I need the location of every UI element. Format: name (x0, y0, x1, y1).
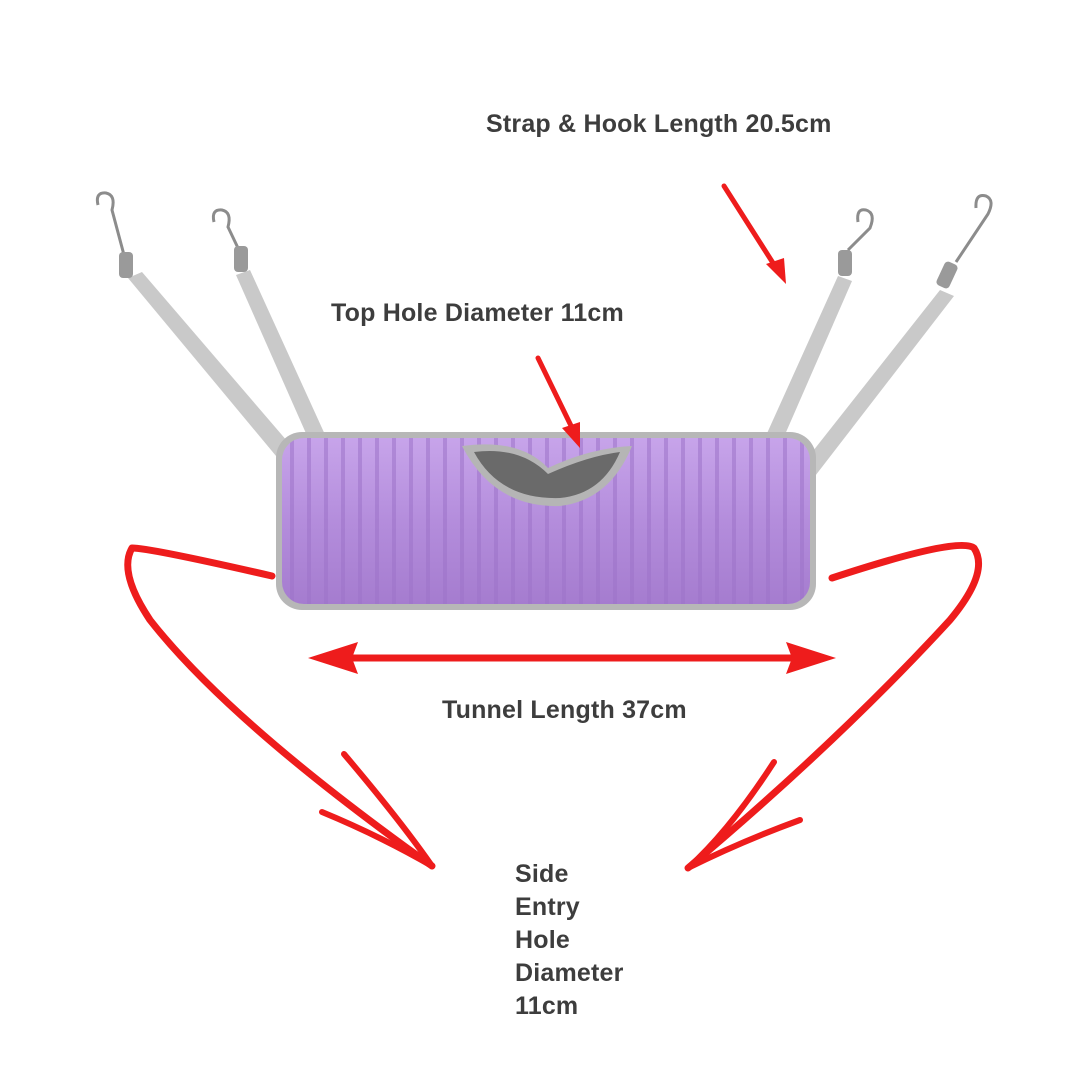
tunnel-length-label: Tunnel Length 37cm (442, 696, 687, 724)
rib-line (579, 438, 583, 604)
rib-line (596, 438, 600, 604)
rib-line (766, 438, 770, 604)
rib-line (698, 438, 702, 604)
rib-line (630, 438, 634, 604)
rib-line (715, 438, 719, 604)
rib-line (562, 438, 566, 604)
top-hole-diameter-label: Top Hole Diameter 11cm (331, 299, 624, 327)
strap-left-inner (236, 270, 332, 456)
top-hole-interior (474, 450, 620, 499)
rib-line (375, 438, 379, 604)
annotation-arrows (124, 183, 983, 872)
hook-right-inner (838, 208, 874, 276)
strap-hook-length-label: Strap & Hook Length 20.5cm (486, 110, 832, 138)
rib-line (732, 438, 736, 604)
arrow-strap-hook (721, 183, 786, 284)
arrow-tunnel-length (308, 642, 836, 674)
corduroy-ribs (290, 438, 804, 604)
rib-line (545, 438, 549, 604)
arrow-side-entry-left (124, 544, 436, 870)
side-entry-hole-label: Side Entry Hole Diameter 11cm (515, 858, 624, 1023)
rib-line (681, 438, 685, 604)
rib-line (528, 438, 532, 604)
rib-line (426, 438, 430, 604)
rib-line (664, 438, 668, 604)
rib-line (477, 438, 481, 604)
rib-line (494, 438, 498, 604)
rib-line (358, 438, 362, 604)
rib-line (800, 438, 804, 604)
rib-line (749, 438, 753, 604)
side-entry-line-1: Side (515, 860, 569, 888)
arrow-top-hole (535, 355, 580, 448)
side-entry-line-5: 11cm (515, 992, 579, 1020)
hook-right-outer (936, 194, 993, 289)
hooks (95, 191, 993, 289)
hook-left-outer (95, 191, 133, 278)
side-entry-line-2: Entry (515, 893, 580, 921)
rib-line (783, 438, 787, 604)
rib-line (392, 438, 396, 604)
strap-right-inner (764, 276, 852, 446)
strap-left-outer (128, 272, 312, 480)
rib-line (307, 438, 311, 604)
strap-right-outer (798, 290, 954, 480)
rib-line (290, 438, 294, 604)
rib-line (443, 438, 447, 604)
straps (128, 270, 954, 480)
side-entry-line-4: Diameter (515, 959, 624, 987)
rib-line (613, 438, 617, 604)
hook-left-inner (211, 208, 248, 272)
rib-line (341, 438, 345, 604)
rib-line (324, 438, 328, 604)
rib-line (647, 438, 651, 604)
rib-line (409, 438, 413, 604)
side-entry-line-3: Hole (515, 926, 570, 954)
rib-line (511, 438, 515, 604)
rib-line (460, 438, 464, 604)
arrow-side-entry-right (684, 541, 983, 872)
tunnel-body (276, 432, 816, 610)
